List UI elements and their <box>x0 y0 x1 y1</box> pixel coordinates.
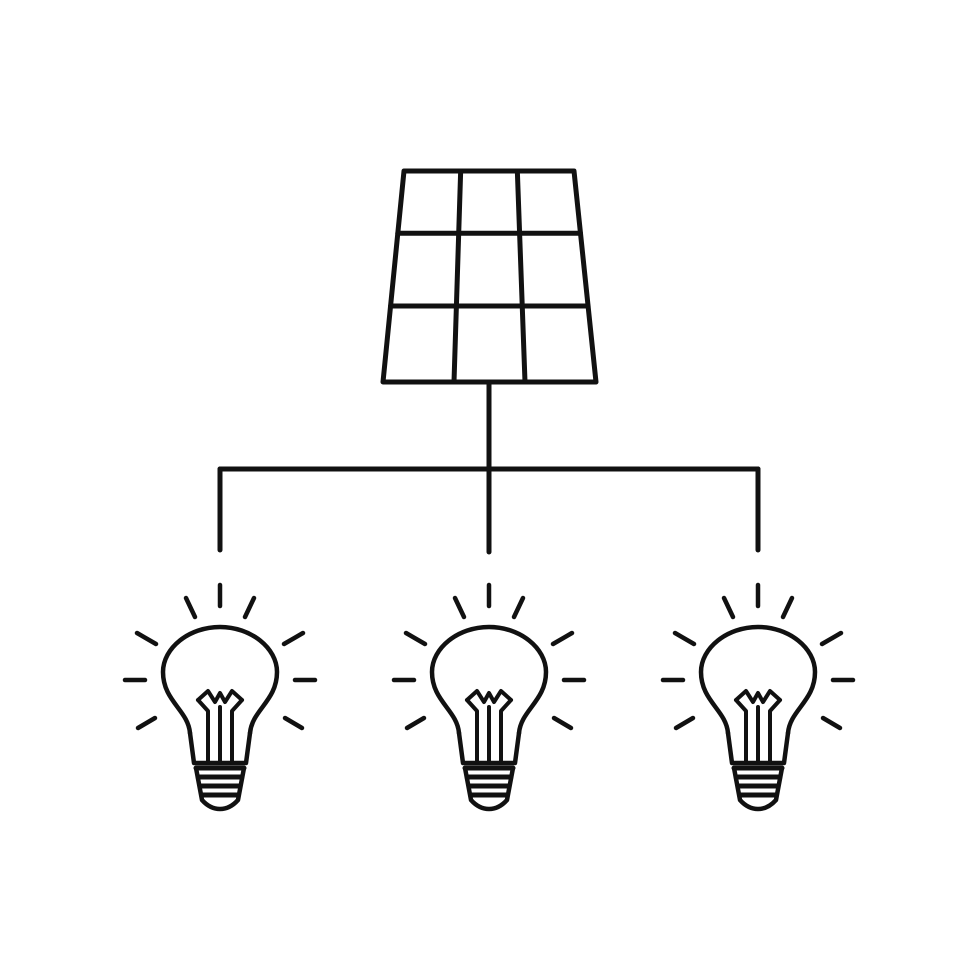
light-ray <box>452 595 467 620</box>
light-ray <box>242 595 257 620</box>
solar-panel-column-divider <box>514 168 528 385</box>
bulb-filament <box>196 689 244 704</box>
light-ray <box>404 715 427 731</box>
solar-panel-cells <box>388 168 591 385</box>
light-ray <box>820 715 843 731</box>
light-ray <box>780 595 795 620</box>
solar-panel-column-divider <box>451 168 464 385</box>
light-ray <box>550 630 575 647</box>
light-ray <box>721 595 736 620</box>
bulb-base <box>193 765 247 812</box>
bulb-filament-support <box>768 698 782 765</box>
bulb-glass <box>698 624 818 736</box>
light-bulb-icon <box>391 582 587 812</box>
light-ray <box>282 715 305 731</box>
light-ray <box>819 630 844 647</box>
light-ray <box>511 595 526 620</box>
bulb-filament-support <box>230 698 244 765</box>
bulb-filament-support <box>465 698 479 765</box>
light-ray <box>672 630 697 647</box>
bulb-glass <box>160 624 280 736</box>
bulb-filament <box>734 689 782 704</box>
light-bulb-icon <box>122 582 318 812</box>
bulb-filament-support <box>196 698 210 765</box>
wiring <box>217 379 761 555</box>
bulb-base <box>731 765 785 812</box>
bulb-filament-support <box>499 698 513 765</box>
light-ray <box>551 715 574 731</box>
light-bulbs <box>122 582 856 812</box>
light-ray <box>673 715 696 731</box>
bulb-glass <box>429 624 549 736</box>
light-ray <box>134 630 159 647</box>
light-ray <box>183 595 198 620</box>
light-ray <box>403 630 428 647</box>
light-ray <box>135 715 158 731</box>
light-ray <box>281 630 306 647</box>
solar-panel-icon <box>380 168 599 385</box>
bulb-filament <box>465 689 513 704</box>
bulb-filament-support <box>734 698 748 765</box>
light-bulb-icon <box>660 582 856 812</box>
bulb-base <box>462 765 516 812</box>
